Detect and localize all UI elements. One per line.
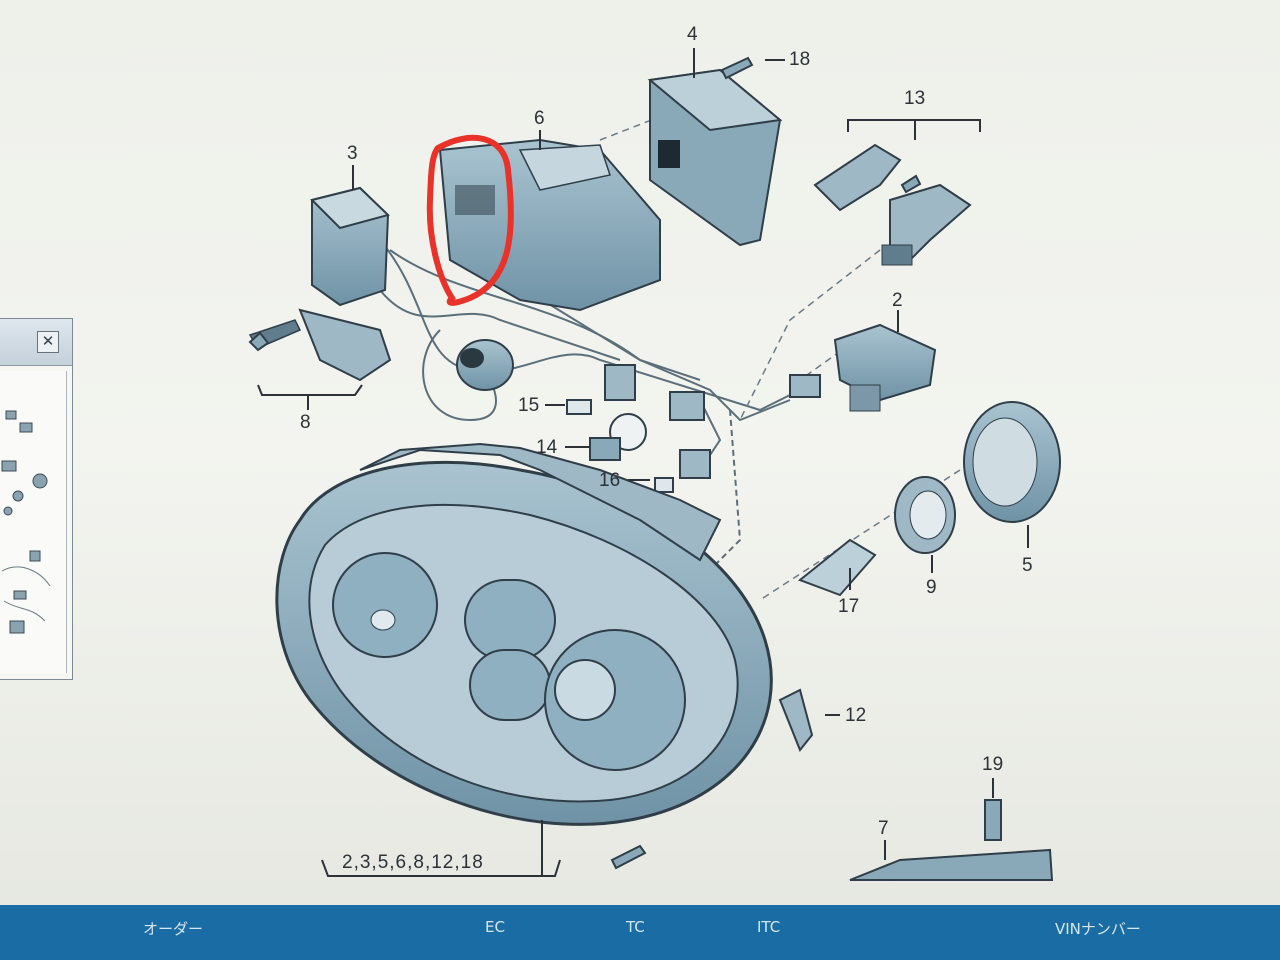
callout-5: 5 bbox=[1022, 555, 1033, 576]
callout-3: 3 bbox=[347, 143, 358, 164]
red-highlight-circle bbox=[426, 134, 514, 306]
callout-9: 9 bbox=[926, 577, 937, 598]
callout-12: 12 bbox=[845, 705, 867, 726]
control-unit-part-4 bbox=[647, 68, 783, 247]
parts-diagram-screen: 4 18 13 6 3 2 8 15 14 16 5 9 17 12 19 7 … bbox=[0, 0, 1280, 905]
bulbs-group bbox=[566, 364, 877, 597]
relay-box-part-3 bbox=[310, 186, 390, 307]
cap-part-5 bbox=[963, 401, 1061, 523]
callout-4: 4 bbox=[687, 24, 698, 45]
callout-18: 18 bbox=[789, 49, 811, 70]
callout-8: 8 bbox=[300, 412, 311, 433]
close-icon[interactable]: ✕ bbox=[37, 331, 59, 353]
tab-itc[interactable]: ITC bbox=[757, 918, 781, 936]
small-bracket-part-12 bbox=[778, 688, 814, 752]
callout-15: 15 bbox=[518, 395, 540, 416]
bracket-part-13 bbox=[813, 143, 972, 266]
bracket-part-6 bbox=[438, 138, 661, 312]
adjuster-motor-part-2 bbox=[833, 323, 937, 412]
screws-misc bbox=[248, 56, 922, 870]
callout-16: 16 bbox=[599, 470, 621, 491]
callout-17: 17 bbox=[838, 596, 860, 617]
tab-tc[interactable]: TC bbox=[626, 918, 645, 936]
connector-plug bbox=[456, 339, 514, 391]
overview-mini-window: ✕ bbox=[0, 318, 73, 680]
callout-19: 19 bbox=[982, 754, 1004, 775]
bottom-tab-bar bbox=[0, 905, 1280, 960]
callout-7: 7 bbox=[878, 818, 889, 839]
callout-2: 2 bbox=[892, 290, 903, 311]
callout-leaders bbox=[257, 48, 1029, 877]
tab-vin-number[interactable]: VINナンバー bbox=[1055, 920, 1141, 938]
mini-window-thumbnail[interactable] bbox=[0, 371, 67, 673]
callout-6: 6 bbox=[534, 108, 545, 129]
thumbnail-parts-icon bbox=[1, 410, 51, 634]
mini-window-titlebar: ✕ bbox=[0, 319, 72, 366]
ring-part-9 bbox=[894, 476, 956, 554]
tab-order[interactable]: オーダー bbox=[143, 920, 204, 938]
callout-13: 13 bbox=[904, 88, 926, 109]
headlight-exploded-diagram bbox=[248, 48, 1061, 881]
tab-ec[interactable]: EC bbox=[485, 918, 505, 936]
callout-14: 14 bbox=[536, 437, 558, 458]
clip-part-8 bbox=[248, 308, 392, 382]
screw-part-19 bbox=[984, 799, 1002, 841]
headlight-housing bbox=[275, 442, 773, 826]
module-part-7 bbox=[849, 848, 1054, 881]
callout-group-label: 2,3,5,6,8,12,18 bbox=[342, 852, 484, 873]
